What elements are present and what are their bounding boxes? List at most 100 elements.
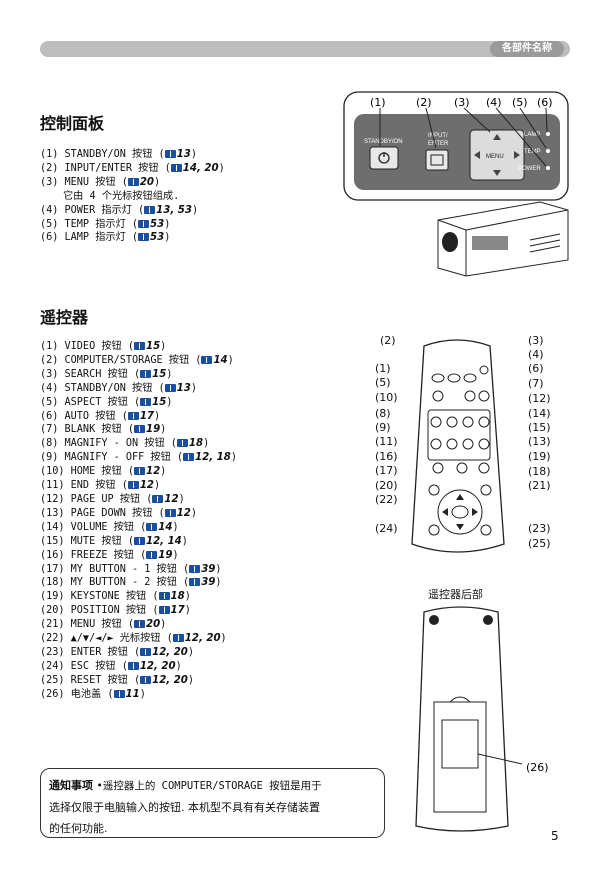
remote-item: (19) KEYSTONE 按钮 (18) — [40, 591, 191, 603]
remote-item: (20) POSITION 按钮 (17) — [40, 605, 191, 617]
page-ref: 12 — [145, 466, 161, 478]
book-icon — [158, 606, 170, 615]
remote-title: 遥控器 — [40, 308, 89, 327]
remote-callout-right: (14) — [528, 407, 551, 420]
book-icon — [133, 620, 145, 629]
page-ref: 11 — [125, 688, 140, 700]
page-ref: 12, 20 — [152, 646, 188, 658]
remote-callout-left: (11) — [375, 435, 398, 448]
page-ref: 12, 20 — [152, 674, 188, 686]
remote-callout-right: (23) — [528, 522, 551, 535]
page-ref: 15 — [145, 341, 161, 352]
control-panel-title: 控制面板 — [40, 114, 105, 133]
remote-callout-left: (9) — [375, 421, 391, 434]
section-tag: 各部件名称 — [490, 41, 564, 57]
book-icon — [140, 647, 152, 656]
remote-item: (4) STANDBY/ON 按钮 (13) — [40, 382, 197, 394]
control-panel-item: (6) LAMP 指示灯 (53) — [40, 232, 171, 244]
remote-item: (23) ENTER 按钮 (12, 20) — [40, 646, 195, 658]
book-icon — [189, 564, 201, 573]
svg-text:(4): (4) — [486, 96, 502, 109]
remote-item: (17) MY BUTTON - 1 按钮 (39) — [40, 563, 222, 575]
remote-item: (21) MENU 按钮 (20) — [40, 619, 167, 631]
remote-back-caption: 遥控器后部 — [428, 588, 483, 601]
remote-callout-right: (7) — [528, 377, 544, 390]
control-panel-list: (1) STANDBY/ON 按钮 (13)(2) INPUT/ENTER 按钮… — [40, 148, 225, 245]
page-ref: 15 — [152, 368, 167, 380]
remote-back-figure: (26) — [415, 606, 549, 832]
page-ref: 12 — [176, 507, 191, 519]
page-ref: 12 — [139, 480, 155, 492]
book-icon — [140, 369, 152, 378]
remote-item: (24) ESC 按钮 (12, 20) — [40, 660, 182, 672]
page-ref: 12, 18 — [195, 452, 231, 464]
remote-item: (5) ASPECT 按钮 (15) — [40, 396, 173, 408]
book-icon — [158, 592, 170, 601]
book-icon — [138, 233, 150, 242]
remote-callout-left: (2) — [380, 334, 396, 347]
page-ref: 17 — [170, 605, 185, 617]
remote-callout-left: (5) — [375, 376, 391, 389]
book-icon — [127, 411, 139, 420]
svg-text:(6): (6) — [537, 96, 553, 109]
page-ref: 14, 20 — [182, 162, 219, 174]
notice-line3: 的任何功能. — [49, 822, 108, 835]
page-ref: 13, 53 — [156, 204, 192, 216]
book-icon — [133, 536, 145, 545]
remote-callout-left: (20) — [375, 479, 398, 492]
remote-item: (9) MAGNIFY - OFF 按钮 (12, 18) — [40, 452, 237, 464]
book-icon — [164, 150, 176, 158]
page-ref: 20 — [139, 176, 155, 188]
page-ref: 18 — [170, 591, 185, 603]
remote-callout-right: (6) — [528, 362, 544, 375]
remote-callout-left: (22) — [375, 493, 398, 506]
remote-callout-left: (1) — [375, 362, 391, 375]
remote-callout-left: (16) — [375, 450, 398, 463]
control-panel-figure: STANDBY/ON INPUT/ ENTER MENU LAMP TEMP P… — [343, 91, 569, 277]
page-ref: 39 — [201, 563, 216, 575]
control-panel-item: 它由 4 个光标按钮组成. — [63, 190, 180, 202]
notice-box: 通知事项 •遥控器上的 COMPUTER/STORAGE 按钮是用于 选择仅限于… — [40, 768, 385, 838]
book-icon — [113, 689, 125, 698]
menu-cursor-pad — [469, 129, 525, 181]
book-icon — [127, 661, 139, 670]
remote-item: (15) MUTE 按钮 (12, 14) — [40, 535, 188, 547]
svg-text:(26): (26) — [526, 761, 549, 774]
control-panel-item: (1) STANDBY/ON 按钮 (13) — [40, 149, 197, 160]
remote-callout-right: (12) — [528, 392, 551, 405]
remote-callout-left: (8) — [375, 407, 391, 420]
page-ref: 39 — [201, 577, 216, 589]
book-icon — [144, 205, 156, 214]
standby-button — [369, 146, 399, 170]
notice-title: 通知事项 — [49, 779, 93, 792]
remote-item: (11) END 按钮 (12) — [40, 480, 161, 492]
standby-label: STANDBY/ON — [364, 139, 403, 145]
remote-callout-left: (24) — [375, 522, 398, 535]
book-icon — [140, 397, 152, 406]
notice-line2: 选择仅限于电脑输入的按钮. 本机型不具有有关存储装置 — [49, 801, 320, 814]
enter-label: ENTER — [428, 141, 449, 147]
remote-callout-right: (4) — [528, 348, 544, 361]
page-ref: 13 — [176, 149, 191, 160]
remote-item: (16) FREEZE 按钮 (19) — [40, 549, 179, 561]
page-ref: 12, 20 — [139, 660, 176, 672]
remote-item: (10) HOME 按钮 (12) — [40, 466, 167, 478]
remote-callout-left: (10) — [375, 391, 398, 404]
remote-callout-right: (15) — [528, 421, 551, 434]
control-panel-item: (4) POWER 指示灯 (13, 53) — [40, 204, 199, 216]
page-ref: 20 — [145, 619, 161, 631]
book-icon — [133, 425, 145, 434]
remote-item: (6) AUTO 按钮 (17) — [40, 410, 161, 422]
input-label: INPUT/ — [428, 133, 448, 139]
page-ref: 53 — [150, 218, 165, 230]
remote-item: (1) VIDEO 按钮 (15) — [40, 341, 167, 352]
book-icon — [133, 342, 145, 350]
book-icon — [133, 467, 145, 476]
book-icon — [146, 522, 158, 531]
menu-label: MENU — [486, 154, 504, 160]
remote-item: (12) PAGE UP 按钮 (12) — [40, 493, 185, 505]
remote-callout-right: (3) — [528, 334, 544, 347]
svg-text:(1): (1) — [370, 96, 386, 109]
remote-callout-right: (13) — [528, 435, 551, 448]
page-ref: 12, 20 — [184, 633, 221, 645]
